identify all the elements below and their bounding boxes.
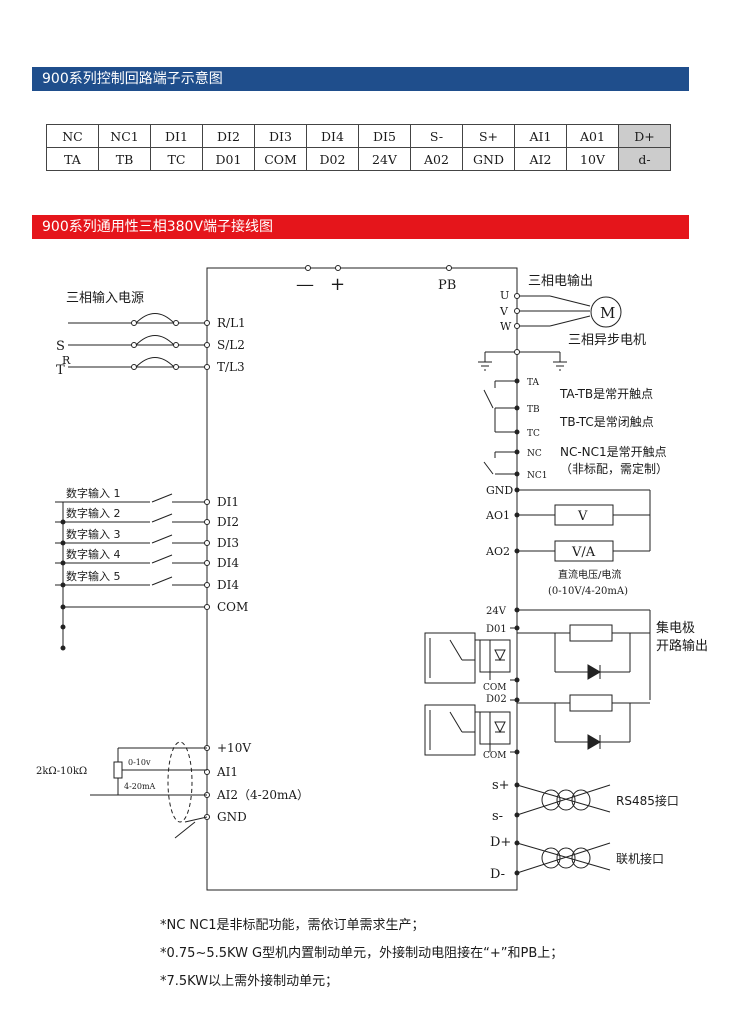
analog-out-note: 直流电压/电流: [558, 568, 621, 581]
terminal-label: DI3: [217, 536, 239, 550]
dc-plus-label: +: [330, 274, 345, 295]
voltage-range-label: 0-10v: [128, 758, 151, 767]
terminal-label: TC: [527, 429, 540, 439]
terminal-label: COM: [483, 683, 506, 693]
terminal-label: GND: [486, 484, 513, 497]
motor-label: 三相异步电机: [568, 333, 646, 348]
table-cell: D02: [306, 147, 359, 171]
terminal-label: COM: [217, 600, 248, 614]
table-cell: NC1: [98, 124, 151, 148]
terminal-label: W: [500, 320, 512, 333]
terminal-label: AI2（4-20mA）: [216, 788, 309, 802]
relay-note: NC-NC1是常开触点: [560, 445, 667, 459]
table-cell: DI1: [150, 124, 203, 148]
collector-label: 开路输出: [656, 638, 708, 654]
terminal-label: D-: [490, 867, 505, 882]
pot-label: 2kΩ-10kΩ: [36, 766, 87, 777]
phase-s-label: S: [56, 339, 65, 354]
table-cell: S-: [410, 124, 463, 148]
footnote: *NC NC1是非标配功能，需依订单需求生产；: [160, 918, 425, 933]
control-terminal-header: 900系列控制回路端子示意图: [32, 67, 689, 91]
table-cell: TA: [46, 147, 99, 171]
digital-input-label: 数字输入 2: [66, 506, 121, 520]
output-title: 三相电输出: [528, 273, 593, 289]
terminal-label: +10V: [217, 741, 251, 755]
table-cell: d-: [618, 147, 671, 171]
terminal-label: TA: [527, 378, 540, 388]
phase-t-label: T: [56, 363, 65, 378]
footnotes: *NC NC1是非标配功能，需依订单需求生产； *0.75~5.5KW G型机内…: [160, 912, 563, 996]
digital-input-label: 数字输入 1: [66, 486, 121, 500]
analog-out-range: (0-10V/4-20mA): [548, 586, 628, 597]
terminal-label: 24V: [486, 606, 507, 617]
terminal-label: AI1: [216, 765, 238, 779]
table-cell: DI3: [254, 124, 307, 148]
terminal-label: NC1: [527, 471, 548, 481]
terminal-label: GND: [217, 810, 247, 824]
table-row: TA TB TC D01 COM D02 24V A02 GND AI2 10V…: [46, 147, 671, 171]
rs485-label: RS485接口: [616, 793, 679, 808]
phase-r-label: R: [62, 354, 71, 367]
terminal-label: NC: [527, 449, 542, 459]
wiring-diagram-header: 900系列通用性三相380V端子接线图: [32, 215, 689, 239]
link-label: 联机接口: [616, 851, 664, 866]
terminal-label: D+: [490, 835, 511, 850]
table-cell: DI5: [358, 124, 411, 148]
terminal-label: U: [500, 289, 509, 302]
table-cell: 10V: [566, 147, 619, 171]
current-range-label: 4-20mA: [124, 782, 156, 791]
table-cell: AI2: [514, 147, 567, 171]
table-cell: GND: [462, 147, 515, 171]
terminal-label: DI1: [217, 495, 239, 509]
terminal-label: DI2: [217, 515, 239, 529]
table-cell: 24V: [358, 147, 411, 171]
voltmeter-label: V: [577, 509, 588, 524]
inverter-box: [206, 267, 518, 891]
table-cell: D+: [618, 124, 671, 148]
relay-note: TB-TC是常闭触点: [559, 415, 654, 429]
terminal-label: TB: [527, 405, 540, 415]
terminal-label: V: [499, 305, 509, 318]
table-row: NC NC1 DI1 DI2 DI3 DI4 DI5 S- S+ AI1 A01…: [46, 124, 671, 148]
relay-note: （非标配，需定制）: [560, 461, 668, 476]
terminal-label: S/L2: [217, 338, 245, 352]
dc-minus-label: —: [296, 274, 314, 295]
motor-symbol: [590, 296, 622, 328]
terminal-label: D02: [486, 694, 507, 705]
terminal-label: DI4: [217, 578, 239, 592]
terminal-label: AO2: [485, 545, 510, 558]
table-cell: A02: [410, 147, 463, 171]
terminal-label: R/L1: [217, 316, 246, 330]
terminal-table: NC NC1 DI1 DI2 DI3 DI4 DI5 S- S+ AI1 A01…: [46, 124, 671, 171]
digital-input-label: 数字输入 3: [66, 527, 121, 541]
footnote: *7.5KW以上需外接制动单元；: [160, 974, 339, 989]
wiring-diagram: — + PB 三相输入电源 S T R R/L1 S/L2 T/L3 三相电输出…: [36, 265, 708, 891]
va-meter-label: V/A: [571, 545, 596, 560]
table-cell: S+: [462, 124, 515, 148]
terminal-label: COM: [483, 751, 506, 761]
footnote: *0.75~5.5KW G型机内置制动单元，外接制动电阻接在“+”和PB上；: [160, 946, 564, 961]
table-cell: DI4: [306, 124, 359, 148]
digital-input-label: 数字输入 4: [66, 547, 121, 561]
digital-input-label: 数字输入 5: [66, 569, 121, 583]
relay-note: TA-TB是常开触点: [559, 387, 653, 401]
table-cell: DI2: [202, 124, 255, 148]
table-cell: NC: [46, 124, 99, 148]
terminal-label: D01: [486, 624, 507, 635]
power-input-label: 三相输入电源: [66, 290, 144, 306]
terminal-label: T/L3: [217, 360, 245, 374]
terminal-label: s-: [492, 809, 503, 824]
table-cell: TC: [150, 147, 203, 171]
collector-label: 集电极: [656, 620, 695, 636]
table-cell: D01: [202, 147, 255, 171]
table-cell: COM: [254, 147, 307, 171]
table-cell: A01: [566, 124, 619, 148]
terminal-label: s+: [492, 778, 510, 793]
motor-letter: M: [600, 304, 615, 322]
table-cell: TB: [98, 147, 151, 171]
terminal-label: AO1: [485, 509, 510, 522]
terminal-label: DI4: [217, 556, 239, 570]
table-cell: AI1: [514, 124, 567, 148]
pb-label: PB: [438, 278, 456, 293]
